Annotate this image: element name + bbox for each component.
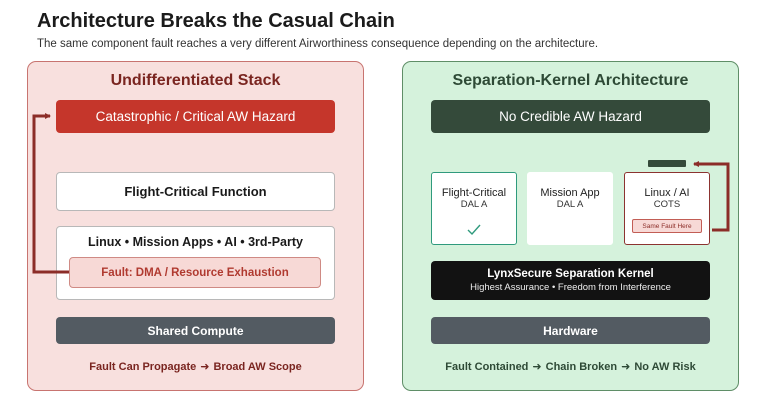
right-footer-part3: No AW Risk: [634, 360, 696, 373]
left-footer-part1: Fault Can Propagate: [89, 360, 197, 373]
left-footer-part2: Broad AW Scope: [213, 360, 302, 373]
kernel-title: LynxSecure Separation Kernel: [487, 268, 654, 280]
partition-flight-critical: Flight-Critical DAL A: [431, 172, 517, 245]
check-icon: [467, 224, 481, 236]
right-arrow-icon: ➜: [200, 361, 210, 373]
fault-propagation-arrow: [32, 113, 69, 274]
catastrophic-hazard-box: Catastrophic / Critical AW Hazard: [56, 100, 335, 133]
right-panel-title: Separation-Kernel Architecture: [452, 72, 689, 89]
left-footer: Fault Can Propagate ➜ Broad AW Scope: [27, 360, 364, 374]
flight-critical-function-box: Flight-Critical Function: [56, 172, 335, 211]
partition-dal: COTS: [653, 199, 681, 210]
fault-box: Fault: DMA / Resource Exhaustion: [69, 257, 321, 288]
hardware-box: Hardware: [431, 317, 710, 344]
kernel-subtitle: Highest Assurance • Freedom from Interfe…: [470, 282, 671, 293]
partition-name: Mission App: [540, 187, 600, 199]
right-arrow-icon: ➜: [532, 361, 542, 373]
partition-mission-app: Mission App DAL A: [527, 172, 613, 245]
right-footer-part1: Fault Contained: [445, 360, 529, 373]
page-title: Architecture Breaks the Casual Chain: [37, 10, 395, 32]
partition-name: Flight-Critical: [441, 187, 507, 199]
right-arrow-icon: ➜: [621, 361, 631, 373]
page-subtitle: The same component fault reaches a very …: [37, 38, 599, 50]
same-fault-badge: Same Fault Here: [632, 219, 702, 233]
mixed-stack-label: Linux • Mission Apps • AI • 3rd-Party: [87, 235, 303, 249]
shared-compute-box: Shared Compute: [56, 317, 335, 344]
hazard-target-bar: [648, 160, 686, 167]
partition-dal: DAL A: [556, 199, 584, 210]
right-footer-part2: Chain Broken: [545, 360, 618, 373]
right-footer: Fault Contained ➜ Chain Broken ➜ No AW R…: [402, 360, 739, 374]
left-panel-title: Undifferentiated Stack: [110, 72, 281, 89]
partition-dal: DAL A: [460, 199, 488, 210]
blocked-propagation-arrow: [693, 161, 730, 232]
partition-name: Linux / AI: [644, 187, 690, 199]
no-hazard-box: No Credible AW Hazard: [431, 100, 710, 133]
separation-kernel-box: LynxSecure Separation Kernel Highest Ass…: [431, 261, 710, 300]
